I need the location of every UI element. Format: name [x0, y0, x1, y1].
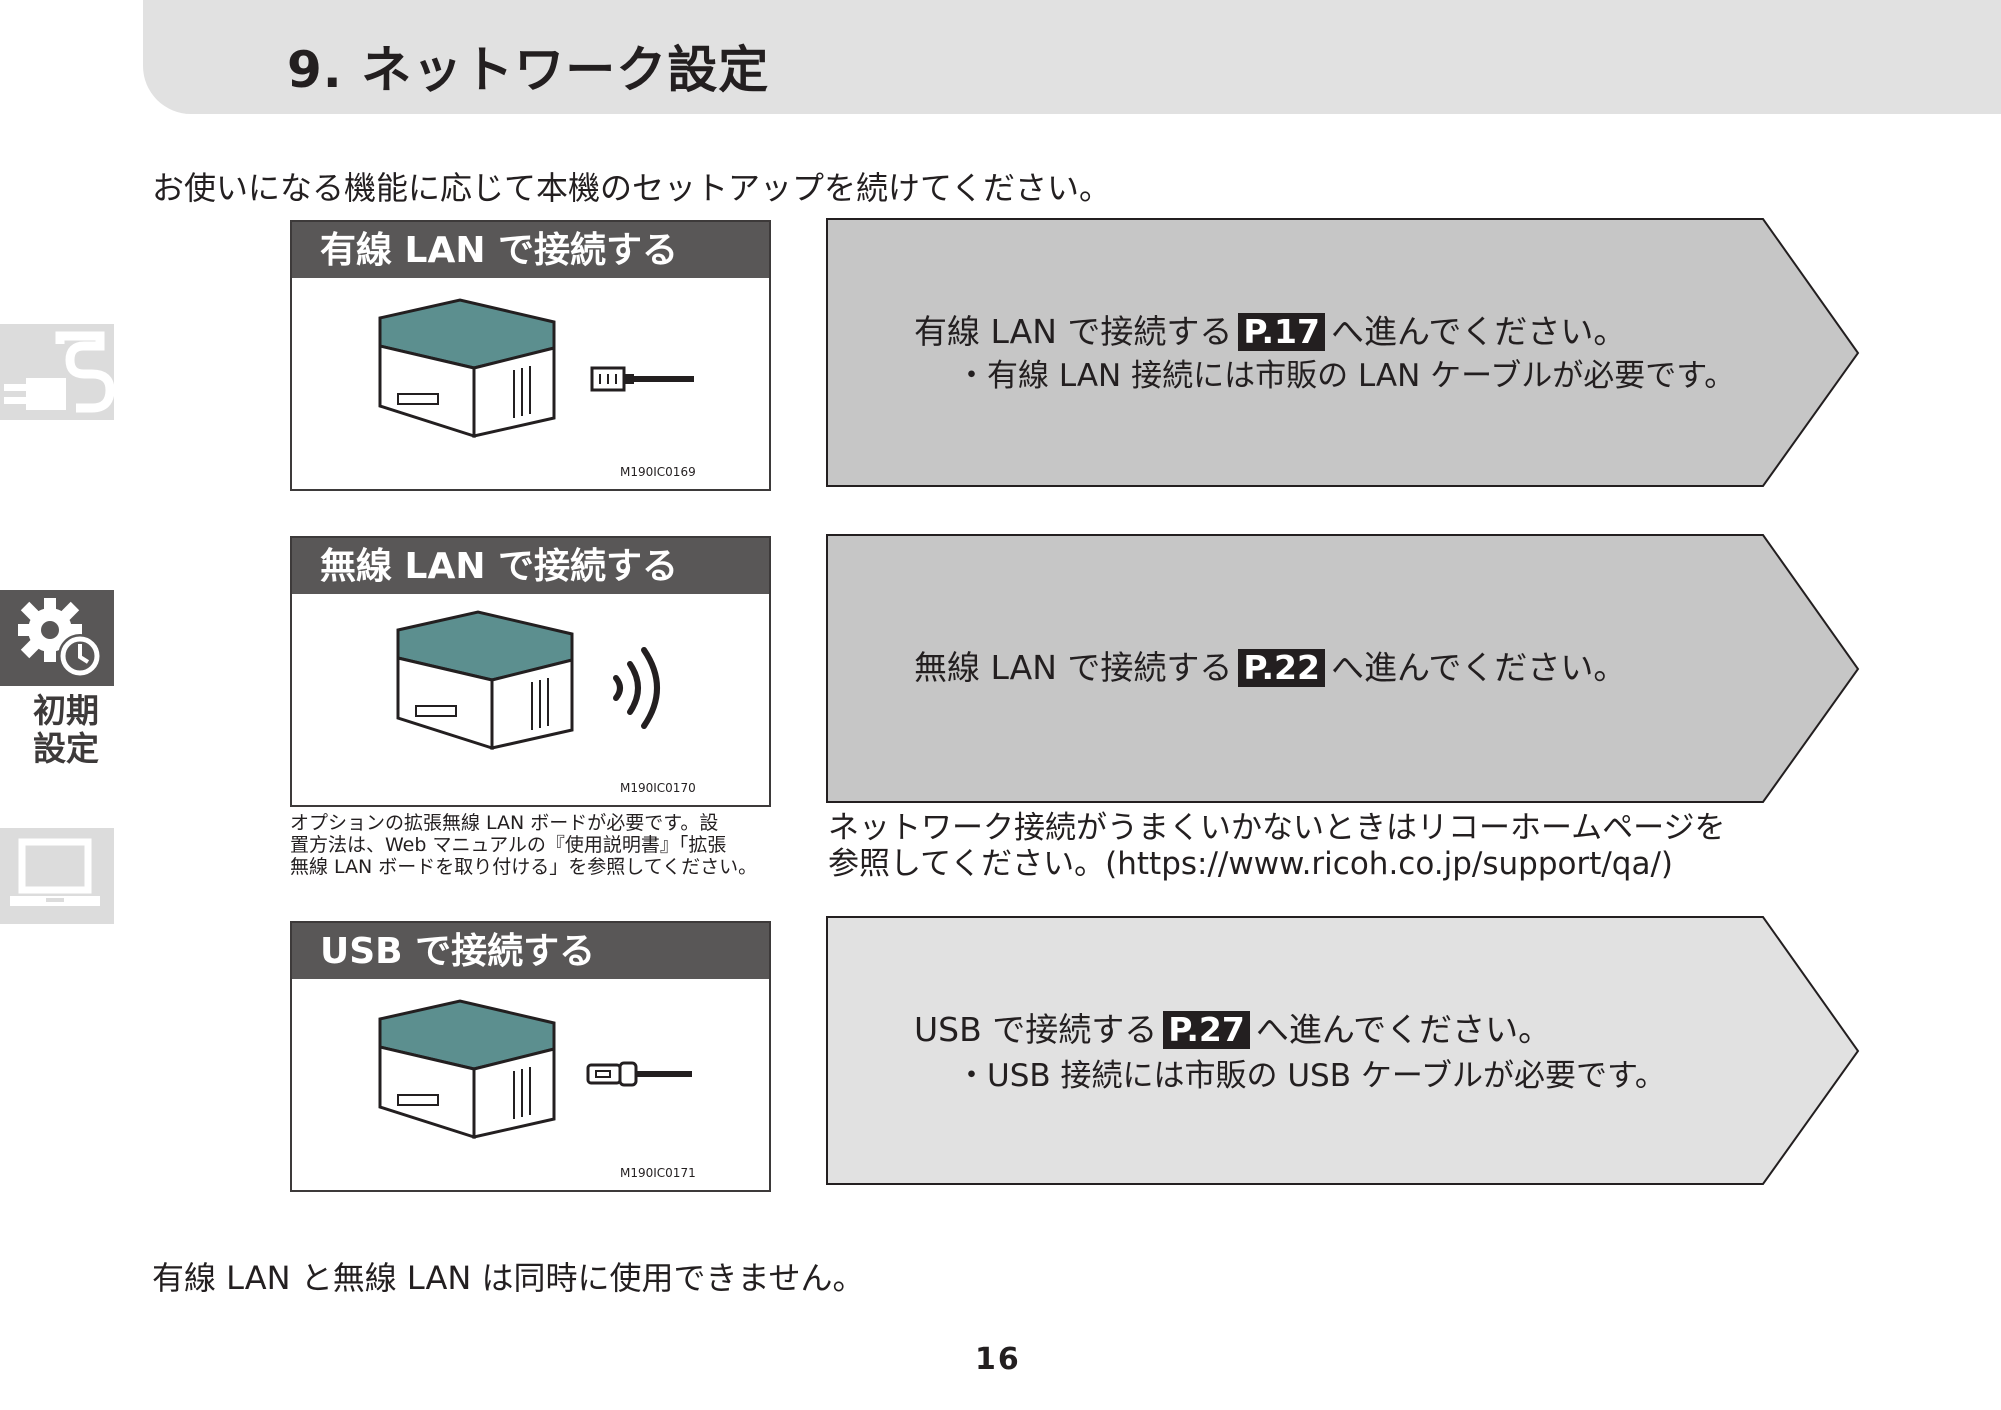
usb-cable-icon — [586, 1061, 692, 1087]
note-line: 無線 LAN ボードを取り付ける」を参照してください。 — [290, 856, 758, 878]
side-tab-label-line1: 初期 — [33, 691, 99, 730]
card-title: 無線 LAN で接続する — [292, 538, 769, 594]
printer-figure: M190IC0169 — [292, 278, 769, 487]
figure-code: M190IC0171 — [620, 1166, 696, 1180]
page-reference-link[interactable]: P.27 — [1163, 1011, 1250, 1049]
page-number: 16 — [975, 1342, 1021, 1377]
printer-figure: M190IC0170 — [292, 594, 769, 803]
card-title: 有線 LAN で接続する — [292, 222, 769, 278]
intro-text: お使いになる機能に応じて本機のセットアップを続けてください。 — [152, 169, 1112, 207]
printer-illustration — [378, 999, 692, 1140]
panel-text-after: へ進んでください。 — [1330, 648, 1627, 687]
ethernet-cable-icon — [590, 366, 694, 392]
gear-clock-icon — [18, 598, 102, 678]
side-tab-initial-setup[interactable] — [0, 590, 114, 686]
wireless-lan-card: 無線 LAN で接続する M190IC0170 — [290, 536, 771, 807]
card-title: USB で接続する — [292, 923, 769, 979]
note-line: 置方法は、Web マニュアルの『使用説明書』「拡張 — [290, 834, 727, 856]
printer-illustration — [378, 298, 694, 439]
panel-note: ・有線 LAN 接続には市販の LAN ケーブルが必要です。 — [956, 358, 1736, 394]
page-reference-link[interactable]: P.17 — [1238, 313, 1325, 351]
panel-text-before: 有線 LAN で接続する — [914, 312, 1233, 351]
figure-code: M190IC0170 — [620, 781, 696, 795]
side-tab-computer[interactable] — [0, 828, 114, 924]
page-title: 9. ネットワーク設定 — [287, 41, 770, 99]
printer-figure: M190IC0171 — [292, 979, 769, 1188]
panel-arrow-shape — [826, 218, 1860, 487]
troubleshooting-note: ネットワーク接続がうまくいかないときはリコーホームページを 参照してください。(… — [828, 810, 1725, 882]
power-plug-icon — [4, 331, 114, 413]
printer-illustration — [396, 610, 660, 751]
side-tab-label-line2: 設定 — [33, 729, 99, 768]
usb-card: USB で接続する M190IC0171 — [290, 921, 771, 1192]
side-tab-power[interactable] — [0, 324, 114, 420]
wireless-board-note: オプションの拡張無線 LAN ボードが必要です。設 置方法は、Web マニュアル… — [290, 812, 772, 878]
footer-note: 有線 LAN と無線 LAN は同時に使用できません。 — [152, 1259, 865, 1297]
panel-text-after: へ進んでください。 — [1255, 1010, 1552, 1049]
note-line: ネットワーク接続がうまくいかないときはリコーホームページを — [828, 810, 1726, 846]
panel-text-before: USB で接続する — [914, 1010, 1158, 1049]
panel-text-before: 無線 LAN で接続する — [914, 648, 1233, 687]
note-line: オプションの拡張無線 LAN ボードが必要です。設 — [290, 812, 719, 834]
side-tab-label: 初期 設定 — [0, 692, 132, 768]
wireless-signal-icon — [613, 647, 660, 729]
wired-lan-card: 有線 LAN で接続する M190IC0169 — [290, 220, 771, 491]
support-url-text[interactable]: 参照してください。(https://www.ricoh.co.jp/suppor… — [828, 846, 1674, 882]
page-reference-link[interactable]: P.22 — [1238, 649, 1325, 687]
panel-note: ・USB 接続には市販の USB ケーブルが必要です。 — [956, 1058, 1666, 1094]
header-band — [143, 0, 2001, 114]
panel-text-after: へ進んでください。 — [1330, 312, 1627, 351]
panel-arrow-shape — [826, 916, 1860, 1185]
laptop-icon — [10, 838, 100, 906]
figure-code: M190IC0169 — [620, 465, 696, 479]
panel-arrow-shape — [826, 534, 1860, 803]
